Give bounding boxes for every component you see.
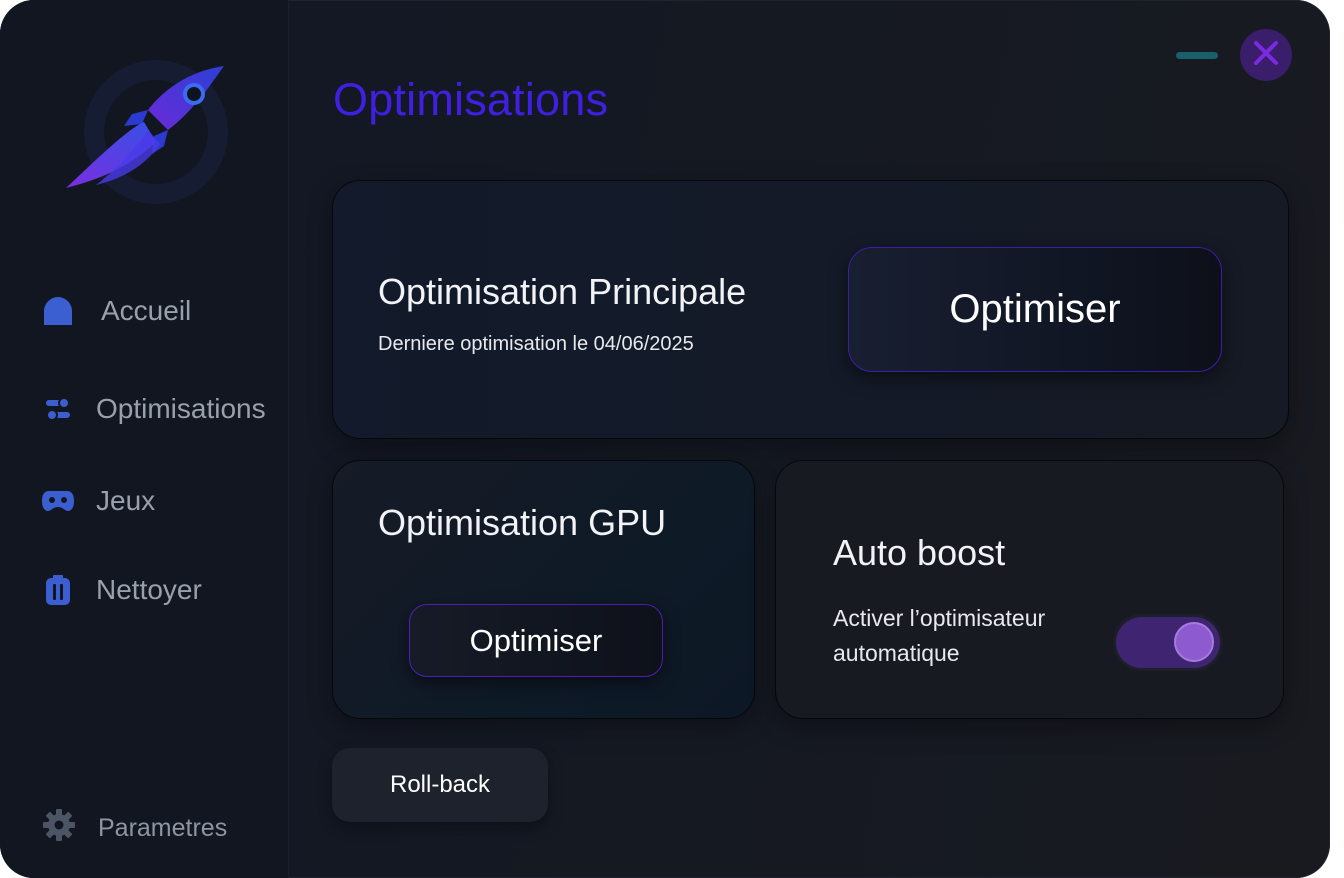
trash-icon: [40, 572, 76, 608]
last-optimisation-date: Derniere optimisation le 04/06/2025: [378, 333, 694, 355]
settings-label: Parametres: [98, 814, 228, 842]
sidebar-item-label: Accueil: [101, 295, 192, 326]
sidebar-item-nettoyer[interactable]: Nettoyer: [40, 572, 202, 608]
gpu-optimisation-title: Optimisation GPU: [378, 502, 667, 543]
auto-boost-title: Auto boost: [833, 532, 1006, 573]
sidebar-item-label: Nettoyer: [96, 574, 202, 605]
rollback-button[interactable]: Roll-back: [332, 748, 548, 822]
rocket-logo-icon: [56, 30, 256, 215]
sidebar-item-optimisations[interactable]: Optimisations: [40, 391, 266, 427]
gpu-optimise-button[interactable]: Optimiser: [409, 604, 663, 677]
sidebar-item-label: Optimisations: [96, 393, 266, 424]
close-button[interactable]: [1240, 29, 1292, 81]
gpu-optimisation-card: [332, 460, 755, 719]
minimize-button[interactable]: [1176, 52, 1218, 59]
auto-boost-card: [775, 460, 1284, 719]
main-optimise-button[interactable]: Optimiser: [848, 247, 1222, 372]
sliders-icon: [40, 391, 76, 427]
auto-boost-description: Activer l’optimisateur automatique: [833, 605, 1046, 666]
gamepad-icon: [40, 483, 76, 519]
close-icon: [1253, 40, 1279, 71]
main-optimisation-title: Optimisation Principale: [378, 271, 747, 312]
sidebar: Accueil Optimisations Jeu: [0, 0, 289, 878]
sidebar-item-label: Jeux: [96, 485, 156, 516]
auto-boost-toggle[interactable]: [1116, 617, 1220, 668]
toggle-knob: [1174, 622, 1214, 662]
home-icon: [40, 293, 76, 329]
sidebar-item-jeux[interactable]: Jeux: [40, 483, 155, 519]
page-title: Optimisations: [333, 74, 609, 125]
sidebar-item-parametres[interactable]: Parametres: [42, 808, 227, 849]
gear-icon: [42, 808, 76, 849]
sidebar-item-accueil[interactable]: Accueil: [40, 293, 191, 329]
